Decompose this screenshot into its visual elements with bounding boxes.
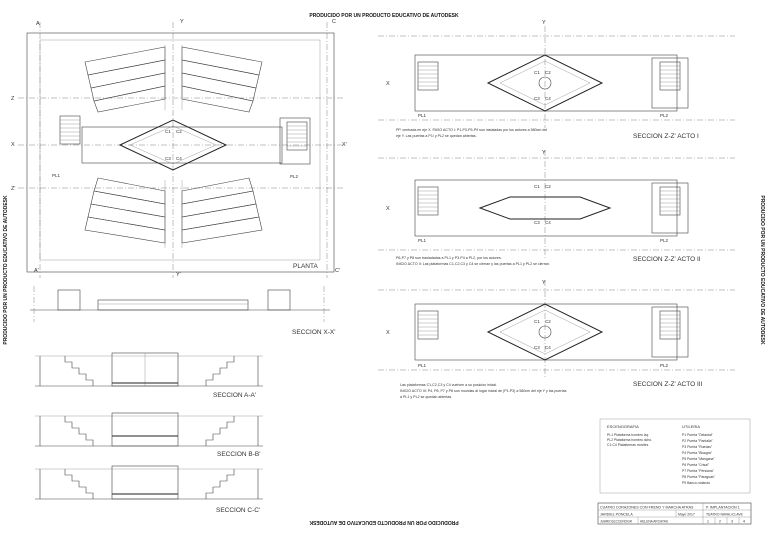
act-2-c2: C2 xyxy=(545,184,551,189)
watermark-bottom: PRODUCIDO POR UN PRODUCTO EDUCATIVO DE A… xyxy=(309,519,459,525)
section-bb-title: SECCION B-B' xyxy=(217,451,261,458)
act-1-c2: C2 xyxy=(545,70,551,75)
platform-c4: C4 xyxy=(176,156,182,161)
platform-c1: C1 xyxy=(165,129,171,134)
act-3-c2: C2 xyxy=(545,319,551,324)
author: JARDIEL PONCELA xyxy=(600,513,633,517)
act-2-pl2: PL2 xyxy=(660,238,669,243)
act-3-note-2: INICIO ACTO III: P4, P6, P7 y P8 son mov… xyxy=(400,389,567,393)
act-3-c4: C4 xyxy=(545,345,551,350)
axis-a-prime: A' xyxy=(34,268,39,274)
section-xx: SECCION X-X' xyxy=(30,286,336,336)
act-3-note-1: Las plataformas C1,C2,C3 y C4 vuelven a … xyxy=(400,383,497,387)
section-bb: SECCION B-B' xyxy=(35,412,263,458)
act-2-axis-x: X xyxy=(386,206,390,212)
act-3-pl2: PL2 xyxy=(660,363,669,368)
section-aa-title: SECCION A-A' xyxy=(213,392,256,399)
axis-y-top: Y xyxy=(180,19,184,25)
act-2-section: C1 C2 C3 C4 PL1 PL2 X Y P6-P7 y P8 son t… xyxy=(378,150,735,266)
act-3-axis-x: X xyxy=(386,330,390,336)
watermark-top: PRODUCIDO POR UN PRODUCTO EDUCATIVO DE A… xyxy=(309,13,459,19)
venue: TEATRO NAVAL/CLAVE xyxy=(706,513,744,517)
watermark-right: PRODUCIDO POR UN PRODUCTO EDUCATIVO DE A… xyxy=(759,195,765,345)
axis-c-prime: C' xyxy=(335,268,340,274)
page-number: 4 xyxy=(743,520,745,524)
props-item: P9 Banco rodando xyxy=(682,481,710,485)
axis-z: Z xyxy=(11,96,15,102)
act-2-note-1: P6-P7 y P8 son trasladadas a PL1 y P3-P4… xyxy=(396,256,502,260)
scenography-item: C1-C4 Plataformas moviles xyxy=(607,443,649,447)
page-number: 2 xyxy=(719,520,721,524)
axis-a: A xyxy=(36,21,40,27)
act-1-section: C1 C2 C3 C4 PL1 PL2 X Y PP. centrada en … xyxy=(378,20,735,140)
sheet-name: P. IMPLANTACION 1 xyxy=(706,506,740,510)
designer: JUARIOLECCENOGR xyxy=(600,520,633,524)
act-1-c4: C4 xyxy=(545,96,551,101)
axis-x-prime: X' xyxy=(342,142,347,148)
platform-pl1: PL1 xyxy=(52,173,61,178)
act-3-c1: C1 xyxy=(534,319,540,324)
props-item: P8 Puerta "Paraguas" xyxy=(682,475,716,479)
section-aa: SECCION A-A' xyxy=(35,352,263,399)
act-1-note-1: PP. centrada en eje X. PASO ACTO I: P1-P… xyxy=(396,128,547,132)
student: HELENA ARCAYAS xyxy=(640,520,668,524)
platform-c3: C3 xyxy=(165,156,171,161)
act-2-c3: C3 xyxy=(534,220,540,225)
props-item: P3 Puerta "Ruedas" xyxy=(682,445,713,449)
date: Mayo 2017 xyxy=(678,513,695,517)
axis-x: X xyxy=(11,142,15,148)
act-1-axis-x: X xyxy=(386,81,390,87)
act-3-title: SECCION Z-Z' ACTO III xyxy=(633,381,703,388)
props-item: P1 Puerta "Delantal" xyxy=(682,433,714,437)
props-title: UTILERIA xyxy=(682,424,700,429)
scenography-title: ESCENOGRAFIA xyxy=(607,424,639,429)
act-3-axis-y: Y xyxy=(542,280,546,286)
props-item: P7 Puerta "Persiana" xyxy=(682,469,715,473)
act-2-title: SECCION Z-Z' ACTO II xyxy=(633,256,701,263)
section-cc-title: SECCION C-C' xyxy=(216,507,260,514)
act-1-c1: C1 xyxy=(534,70,540,75)
title-block: CUATRO CORAZONES CON FRENO Y MARCHA ATRA… xyxy=(597,502,752,525)
act-1-pl2: PL2 xyxy=(660,113,669,118)
plan-view: C1 C2 C3 C4 PL1 PL2 A Y C Z X X' Z' A' Y… xyxy=(11,19,347,278)
page-number: 1 xyxy=(707,520,709,524)
act-1-c3: C3 xyxy=(534,96,540,101)
lower-seating xyxy=(84,177,263,248)
plan-title: PLANTA xyxy=(293,263,318,270)
axis-y-prime: Y' xyxy=(176,272,181,278)
axis-c-top: C xyxy=(332,19,336,25)
props-item: P6 Puerta "Crisal" xyxy=(682,463,710,467)
scenography-item: PL1 Plataforma hombro izq. xyxy=(607,433,649,437)
section-cc: SECCION C-C' xyxy=(35,465,263,514)
act-2-axis-y: Y xyxy=(542,150,546,156)
act-3-section: C1 C2 C3 C4 PL1 PL2 X Y Las plataformas … xyxy=(378,280,735,399)
platform-pl2: PL2 xyxy=(290,174,299,179)
act-2-c4: C4 xyxy=(545,220,551,225)
props-item: P2 Puerta "Pantalla" xyxy=(682,439,713,443)
act-1-axis-y: Y xyxy=(542,20,546,26)
platform-c2: C2 xyxy=(176,129,182,134)
act-1-pl1: PL1 xyxy=(418,113,427,118)
act-2-pl1: PL1 xyxy=(418,238,427,243)
page-number: 3 xyxy=(731,520,733,524)
scenography-item: PL2 Plataforma hombro dcho. xyxy=(607,438,652,442)
act-1-note-2: eje Y. Las puertas a P1/ y PL2 se quedan… xyxy=(396,134,477,138)
legend-box: ESCENOGRAFIA PL1 Plataforma hombro izq. … xyxy=(599,418,751,494)
props-item: P4 Puerta "Bisagra" xyxy=(682,451,713,455)
section-xx-title: SECCION X-X' xyxy=(292,329,336,336)
act-3-c3: C3 xyxy=(534,345,540,350)
props-item: P5 Puerta "Mangana" xyxy=(682,457,715,461)
axis-z-prime: Z' xyxy=(11,186,15,192)
watermark-left: PRODUCIDO POR UN PRODUCTO EDUCATIVO DE A… xyxy=(3,195,9,345)
act-2-note-2: INICIO ACTO II: Las plataformas C1,C2,C3… xyxy=(396,262,550,266)
upper-seating xyxy=(84,45,263,113)
act-2-c1: C1 xyxy=(534,184,540,189)
central-runway xyxy=(59,115,311,171)
project-title: CUATRO CORAZONES CON FRENO Y MARCHA ATRA… xyxy=(600,506,694,510)
act-3-pl1: PL1 xyxy=(418,363,427,368)
act-1-title: SECCION Z-Z' ACTO I xyxy=(633,133,699,140)
act-3-note-3: a PL1 y PL2 se quedan abiertas. xyxy=(400,395,452,399)
